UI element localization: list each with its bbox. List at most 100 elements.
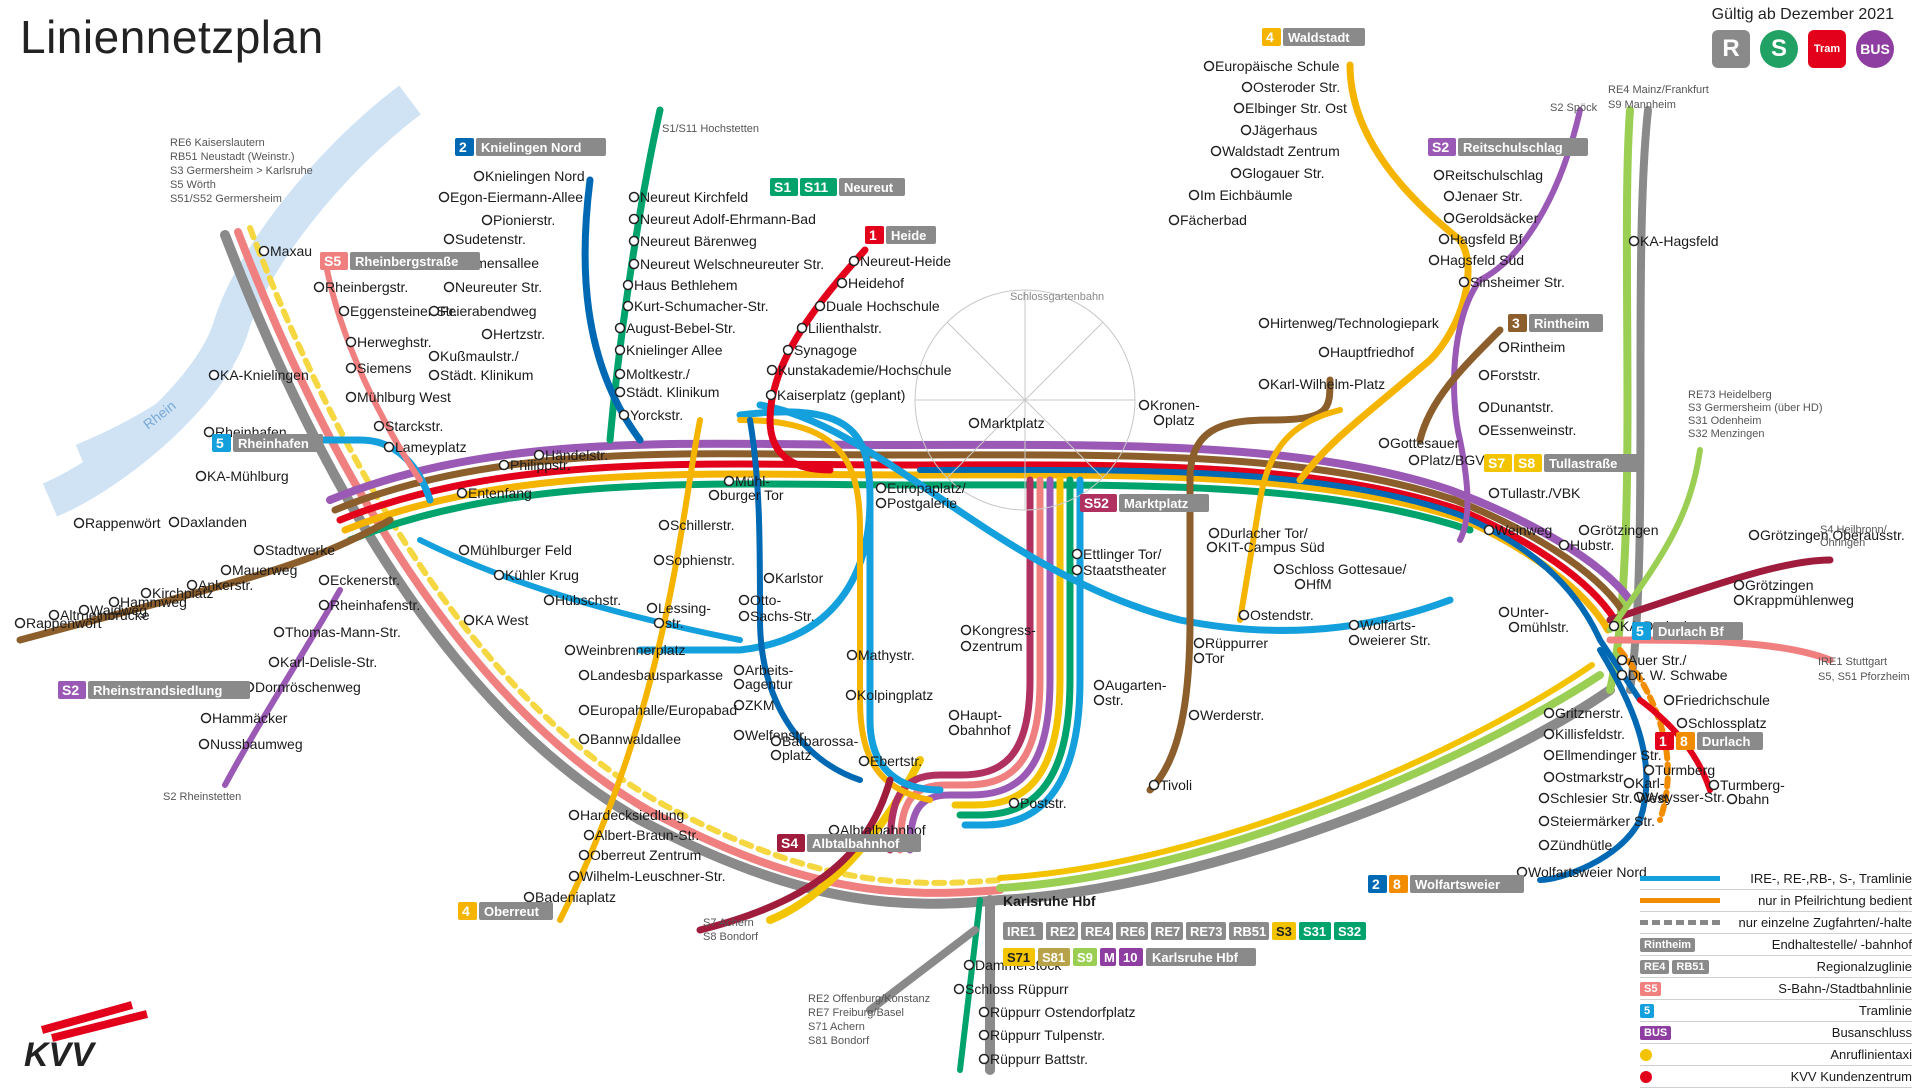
station-label: bahn [1738,791,1769,807]
legend-row: S5 S-Bahn-/Stadtbahnlinie [1640,978,1912,1000]
legend-label: Tramlinie [1859,1003,1912,1018]
station-marker [48,609,60,621]
station-label: Siemens [357,360,411,376]
terminus-name: Rintheim [1534,316,1590,331]
station: Kurt-Schumacher-Str. [622,298,769,314]
station-label: Werderstr. [1200,707,1264,723]
legend-label: Endhaltestelle/ -bahnhof [1771,937,1912,952]
station: burger Tor [708,487,784,503]
terminal-note: S4 Heilbronn/ [1820,524,1888,536]
station: Weinweg [1483,522,1552,538]
station-marker [345,362,357,374]
station-marker [953,983,965,995]
station: Wolfartsweier Nord [1516,864,1647,880]
station-label: Dornröschenweg [255,679,361,695]
station-label: Tivoli [1160,777,1192,793]
station: Philippstr. [498,457,571,473]
station-label: Unter- [1510,604,1549,620]
station-marker [948,709,960,721]
station: mühlstr. [1508,619,1569,635]
terminal-note: S81 Bondorf [808,1035,870,1047]
station-marker [523,891,535,903]
station-label: Landesbausparkasse [590,667,723,683]
hbf-title-chip: Karlsruhe Hbf [1152,950,1239,965]
legend-label: S-Bahn-/Stadtbahnlinie [1778,981,1912,996]
station: Kühler Krug [493,567,579,583]
station: Weysser-Str. [1633,789,1725,805]
line-number: 2 [1372,876,1380,892]
line-chip: S71 [1007,950,1030,965]
station: Stadtwerke [253,542,335,558]
inner-loops [636,376,1454,803]
station-label: Im Eichbäumle [1200,187,1293,203]
legend-sample: S5 [1640,981,1732,996]
legend-sample [1640,1048,1732,1062]
station: Mauerweg [220,562,297,578]
terminus-name: Wolfartsweier [1415,877,1500,892]
station-label: Jenaer Str. [1455,188,1523,204]
legend-sample [1640,872,1732,886]
station-marker [1230,167,1242,179]
station: Wolfarts- [1348,617,1416,633]
terminal-note: S71 Achern [808,1021,865,1033]
station-marker [963,959,975,971]
station: KA-Mühlburg [195,468,289,484]
station-label: Hirtenweg/Technologiepark [1270,315,1440,331]
station-marker [1663,694,1675,706]
station-marker [1726,793,1738,805]
station: Kolpingplatz [845,687,933,703]
station-label: Hauptfriedhof [1330,344,1414,360]
station: Grötzingen [1578,522,1658,538]
station-label: Europaplatz/ [887,480,966,496]
station-marker [796,322,808,334]
station: Sudetenstr. [443,231,526,247]
station-label: Yorckstr. [630,407,683,423]
station-marker [583,829,595,841]
line-number: 8 [1680,733,1688,749]
station: Essenweinstr. [1478,422,1576,438]
station-marker [828,824,840,836]
station-marker [498,459,510,471]
station-label: Albert-Braun-Str. [595,827,699,843]
station-label: Kunstakademie/Hochschule [778,362,952,378]
terminal-note: RE4 Mainz/Frankfurt [1608,84,1709,96]
station: Staatstheater [1071,562,1167,578]
station-marker [814,300,826,312]
station-marker [628,235,640,247]
station: Rheinhafenstr. [318,597,420,613]
station: Städt. Klinikum [614,384,719,400]
station-marker [1148,779,1160,791]
station: Schillerstr. [658,517,735,533]
terminus-name: Rheinbergstraße [355,254,458,269]
station-label: Hardecksiedlung [580,807,684,823]
station-label: Pionierstr. [493,212,555,228]
station-label: Schlesier Str. West [1550,790,1668,806]
station-label: Steiermärker Str. [1550,813,1655,829]
station-marker [1203,60,1215,72]
station: Neureut-Heide [848,253,951,269]
line-number: S4 [781,835,798,851]
station-marker [1676,717,1688,729]
station-marker [345,391,357,403]
station: KA-Knielingen [208,367,309,383]
legend-row: KVV Kundenzentrum [1640,1066,1912,1088]
station: Werderstr. [1188,707,1264,723]
station-label: Friedrichschule [1675,692,1770,708]
line-chip: RE4 [1085,924,1111,939]
station: ZKM [733,697,775,713]
station: Knielinger Allee [614,342,723,358]
station: Mühlburger Feld [458,542,572,558]
station: Platz/BGV [1408,452,1485,468]
station-label: Neureut Adolf-Ehrmann-Bad [640,211,816,227]
station-marker [658,519,670,531]
station-label: Platz/BGV [1420,452,1485,468]
station-marker [968,417,980,429]
station-marker [568,809,580,821]
station-label: agentur [745,676,793,692]
station: Neureut Adolf-Ehrmann-Bad [628,211,816,227]
